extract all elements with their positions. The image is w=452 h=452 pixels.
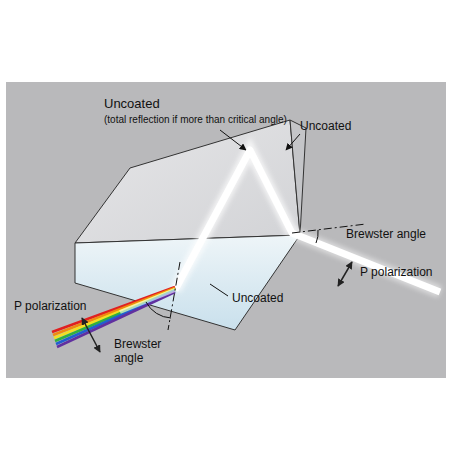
angle-label: Brewster angle <box>114 338 170 366</box>
surface-label: Uncoated <box>232 292 283 306</box>
angle-arc <box>146 302 171 318</box>
polarization-label: P polarization <box>14 300 87 314</box>
end-face <box>290 120 306 235</box>
angle-arc <box>316 230 318 243</box>
leader-line <box>286 134 300 150</box>
leader-line <box>220 130 246 150</box>
light-beam <box>175 150 440 292</box>
normal-line <box>168 262 180 330</box>
leader-line <box>210 284 228 296</box>
polarization-arrow <box>82 318 100 352</box>
beam-glow <box>175 150 292 290</box>
surface-label: Uncoated <box>300 120 351 134</box>
polarization-label: P polarization <box>360 266 433 280</box>
background-panel <box>6 82 446 378</box>
beam-glow <box>292 233 440 292</box>
angle-label: Brewster angle <box>346 228 426 242</box>
polarization-arrow <box>338 262 352 286</box>
surface-label: Uncoated <box>104 97 160 112</box>
note-label: (total reflection if more than critical … <box>104 114 287 126</box>
